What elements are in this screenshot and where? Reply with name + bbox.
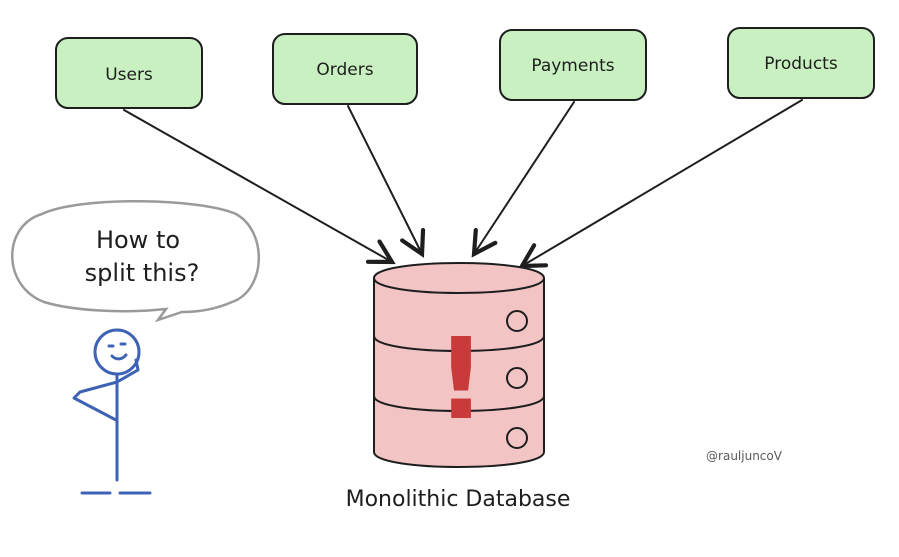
service-box-products [727,27,875,99]
database-cylinder-body [373,262,545,468]
service-label-orders: Orders [316,60,373,80]
service-box-payments [499,29,647,101]
database-separator-1 [373,335,545,352]
database-indicator-3 [506,427,528,449]
author-handle: @rauljuncoV [706,449,783,463]
arrow-orders-to-database [347,105,426,258]
thinking-stick-figure-icon [72,328,152,495]
speech-bubble-line-1: How to [96,226,180,254]
service-label-payments: Payments [531,56,614,76]
database-top-rim [373,277,545,294]
speech-bubble-line-2: split this? [85,259,200,287]
service-users[interactable]: Users [55,37,203,109]
database-indicator-2 [506,367,528,389]
service-products[interactable]: Products [727,27,875,99]
speech-bubble: How to split this? [11,200,260,323]
service-orders[interactable]: Orders [272,33,418,105]
database-indicator-1 [506,310,528,332]
database-alert-icon: ! [435,315,486,445]
database-caption: Monolithic Database [346,487,571,512]
service-box-orders [272,33,418,105]
service-payments[interactable]: Payments [499,29,647,101]
database-separator-2 [373,395,545,412]
arrow-users-to-database [123,109,396,265]
service-box-users [55,37,203,109]
arrow-payments-to-database [471,101,575,258]
service-label-products: Products [764,54,838,74]
arrow-products-to-database [518,99,803,269]
monolithic-database[interactable]: ! [373,262,545,468]
service-label-users: Users [105,65,153,85]
speech-bubble-shape [11,200,260,323]
